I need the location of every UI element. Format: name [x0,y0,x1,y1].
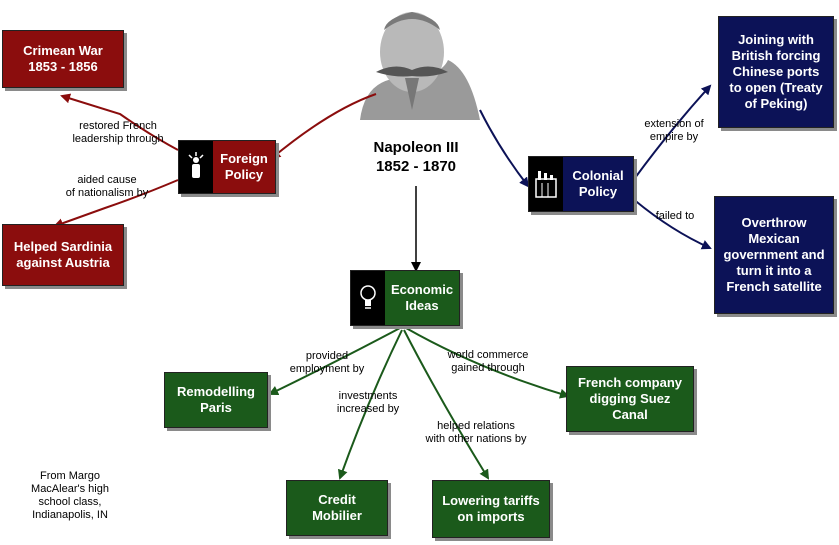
link-label-suez: world commerce gained through [447,349,529,374]
cannon-icon [179,141,213,193]
lightbulb-icon [351,271,385,325]
node-helped-sardinia[interactable]: Helped Sardinia against Austria [2,224,124,286]
edge-colonial-china [631,84,712,183]
edge-center-foreign [270,93,377,160]
hub-foreign-label: Foreign Policy [220,151,268,182]
node-crimean-war[interactable]: Crimean War 1853 - 1856 [2,30,124,88]
node-suez-canal[interactable]: French company digging Suez Canal [566,366,694,432]
source-credit: From Margo MacAlear's high school class,… [31,470,109,521]
edge-economic-suez [405,327,570,399]
edge-center-colonial [479,109,530,188]
node-credit-mobilier[interactable]: Credit Mobilier [286,480,388,536]
link-label-paris: provided employment by [289,350,365,375]
node-lowering-tariffs[interactable]: Lowering tariffs on imports [432,480,550,538]
hub-colonial-label: Colonial Policy [572,168,624,199]
center-title: Napoleon III 1852 - 1870 [373,139,459,175]
node-china-ports[interactable]: Joining with British forcing Chinese por… [718,16,834,128]
edge-economic-credit [337,329,403,480]
link-label-crimean: restored French leadership through [72,120,164,145]
edge-economic-paris [268,327,401,396]
hub-economic-label: Economic Ideas [390,282,454,313]
edge-foreign-crimean [60,93,179,151]
hub-economic-ideas[interactable]: Economic Ideas [350,270,460,326]
napoleon-portrait [360,12,480,120]
node-mexico[interactable]: Overthrow Mexican government and turn it… [714,196,834,314]
node-remodelling-paris[interactable]: Remodelling Paris [164,372,268,428]
edge-colonial-mexico [631,197,712,250]
hub-foreign-policy[interactable]: Foreign Policy [178,140,276,194]
edge-economic-tariffs [403,329,490,480]
link-label-sardinia: aided cause of nationalism by [65,174,149,199]
link-label-china: extension of empire by [644,118,704,143]
link-label-tariffs: helped relations with other nations by [425,420,527,445]
edge-foreign-sardinia [53,179,179,228]
link-label-mexico: failed to [655,210,695,222]
link-label-credit: investments increased by [336,390,400,415]
hub-colonial-policy[interactable]: Colonial Policy [528,156,634,212]
factory-icon [529,157,563,211]
